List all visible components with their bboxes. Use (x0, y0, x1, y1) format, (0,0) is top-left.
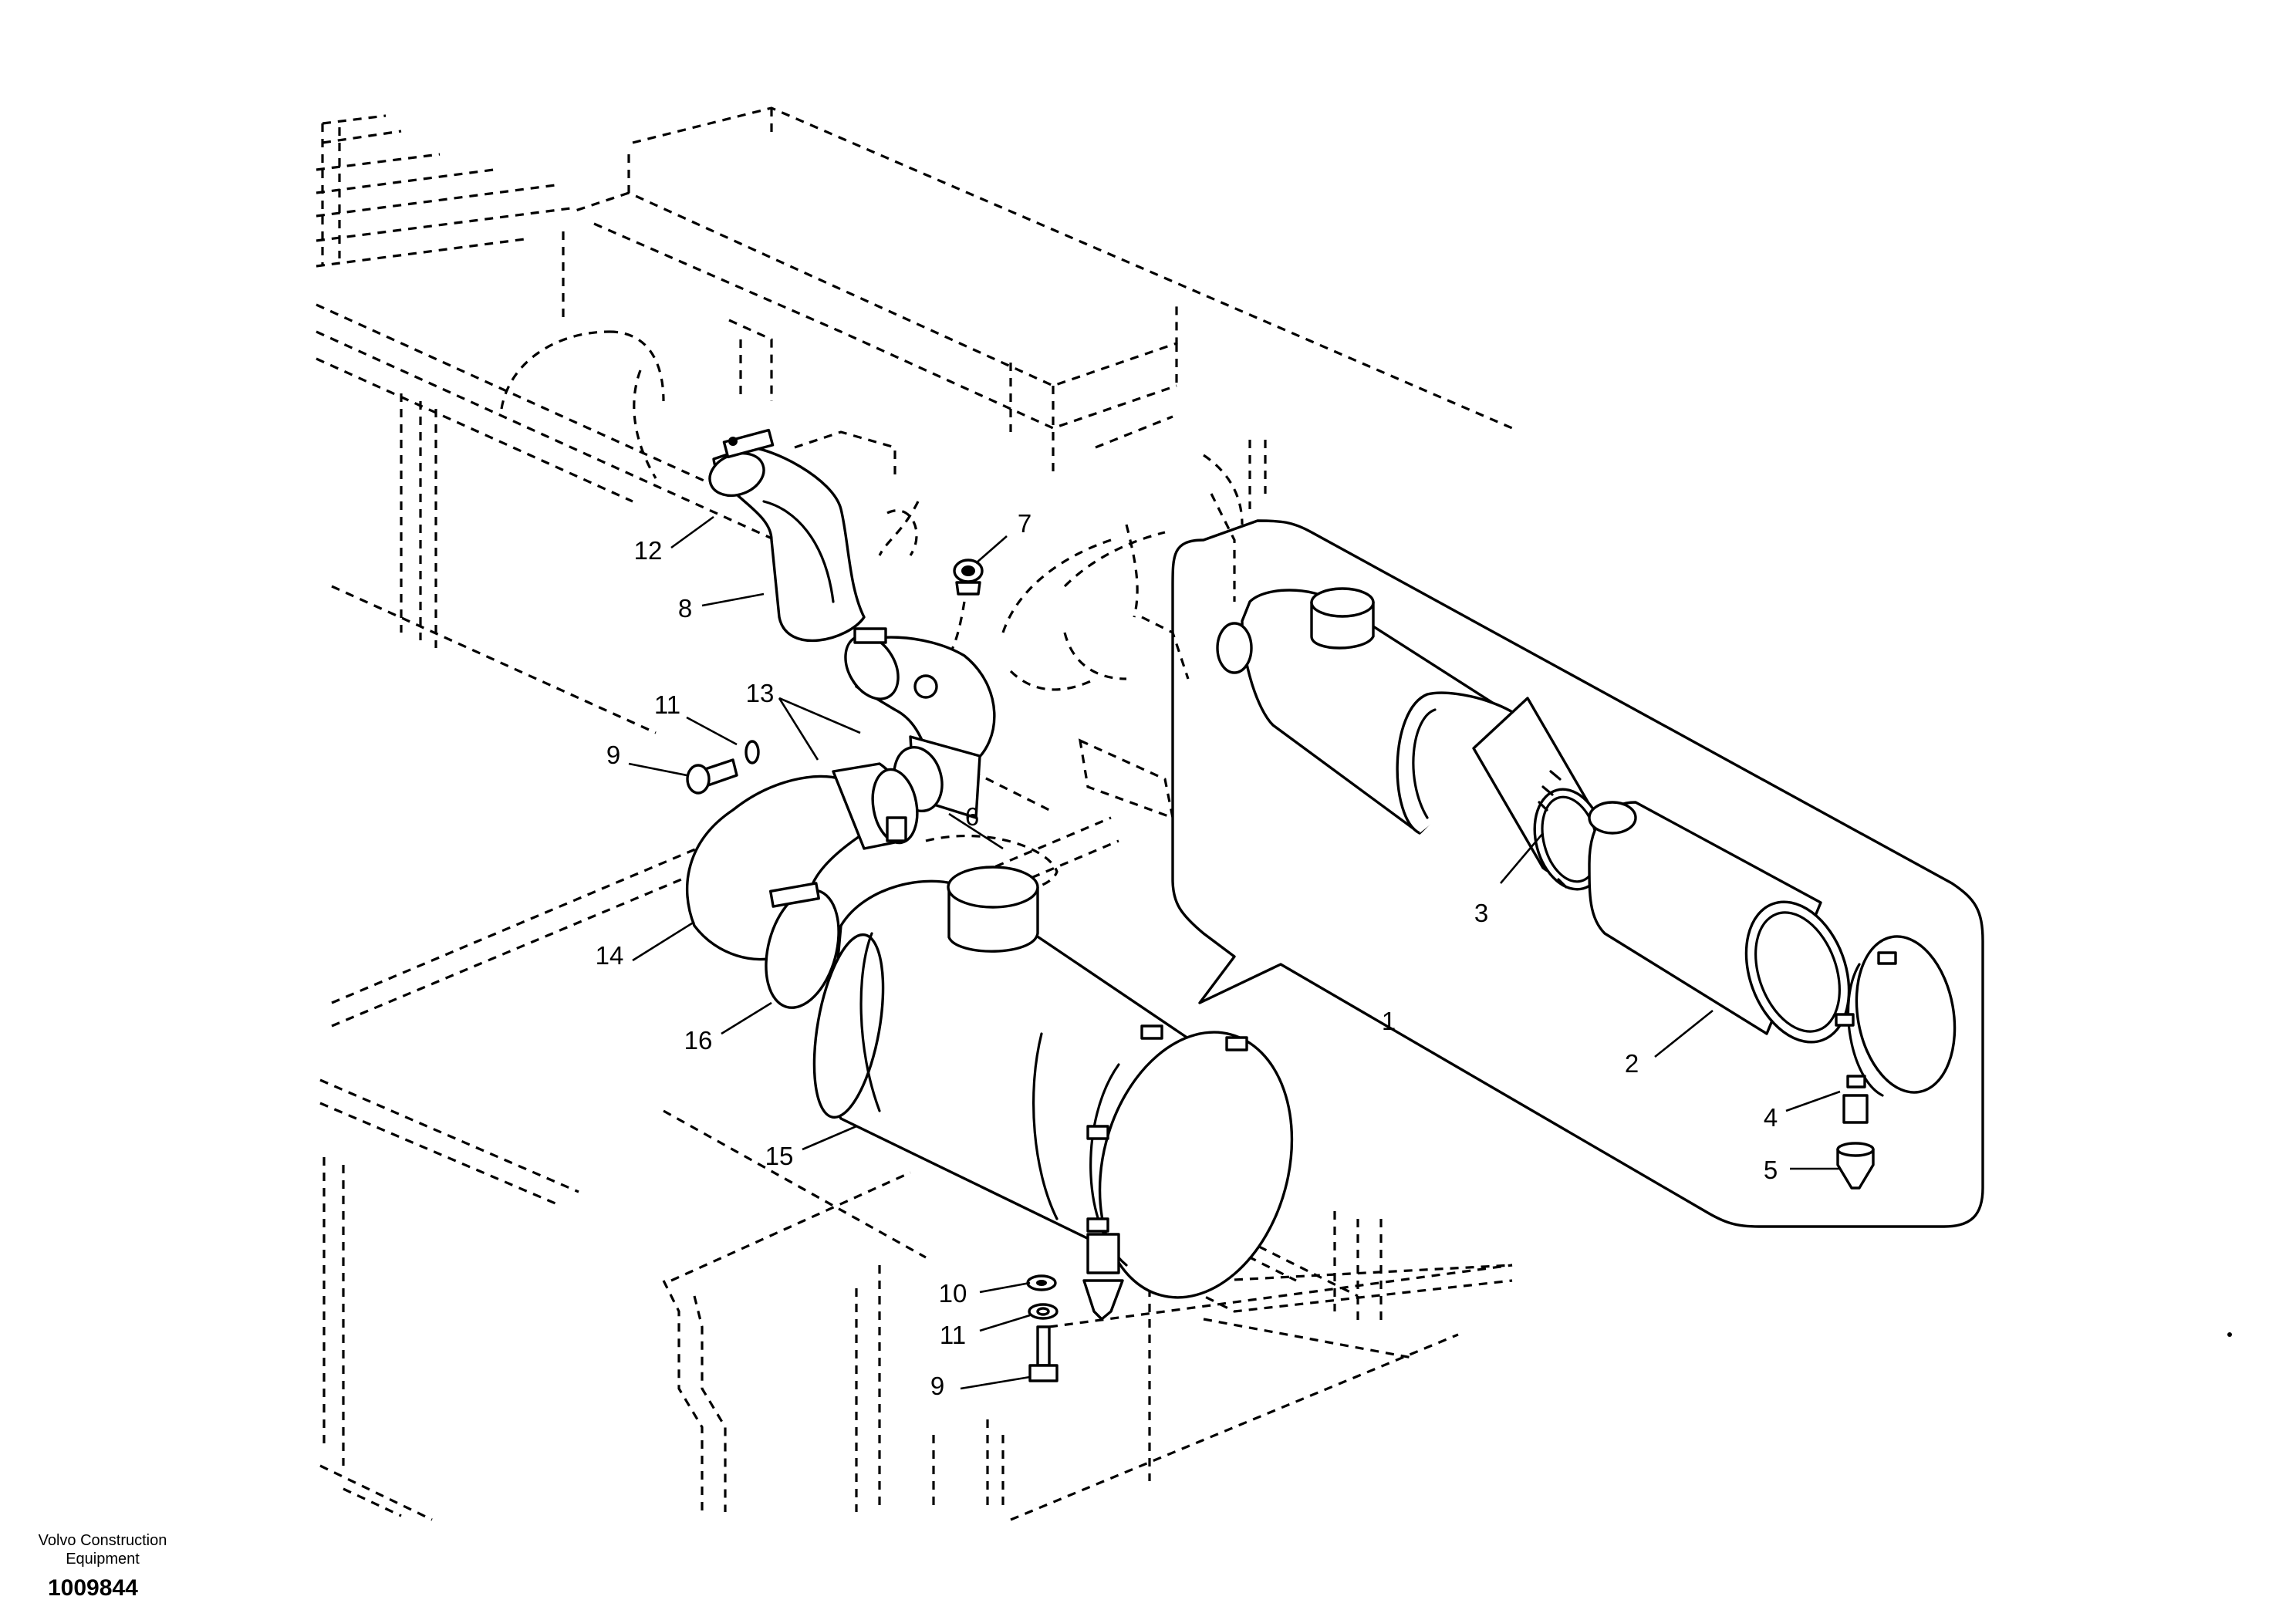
callout-8: 8 (678, 594, 692, 623)
callout-14: 14 (596, 941, 624, 970)
callout-13: 13 (746, 679, 775, 707)
inset-end-cover (1835, 935, 1957, 1124)
callout-2: 2 (1625, 1049, 1639, 1078)
manufacturer-label: Volvo Construction Equipment (22, 1531, 184, 1568)
callout-12: 12 (634, 536, 663, 565)
manufacturer-line-1: Volvo Construction (38, 1532, 167, 1549)
callout-9-upper: 9 (606, 741, 620, 769)
manufacturer-line-2: Equipment (66, 1551, 140, 1568)
outer-filter-element (1588, 801, 1851, 1044)
stray-mark (2227, 1332, 2232, 1337)
callout-16: 16 (684, 1026, 713, 1055)
callout-11-lower: 11 (940, 1321, 966, 1349)
sensor-fitting (953, 559, 984, 596)
callout-3: 3 (1474, 899, 1488, 927)
callout-11-upper: 11 (654, 690, 680, 719)
air-filter-housing (812, 866, 1294, 1321)
callout-4: 4 (1764, 1103, 1778, 1132)
callout-10: 10 (939, 1279, 967, 1308)
callout-9-lower: 9 (930, 1372, 944, 1400)
callout-6: 6 (965, 802, 979, 831)
callout-7: 7 (1018, 509, 1032, 538)
leader-lines (628, 515, 1841, 1390)
air-intake-hoses (685, 428, 996, 1009)
dust-valve (1836, 1142, 1875, 1190)
lower-fasteners (1026, 1274, 1059, 1382)
callout-labels: 12 8 7 11 9 13 6 14 16 15 1 3 2 4 5 10 1… (596, 509, 1778, 1400)
detail-inset (1171, 519, 1984, 1228)
inset-filter-housing (1216, 587, 1537, 835)
drawing-number: 1009844 (48, 1575, 138, 1601)
callout-15: 15 (765, 1142, 794, 1170)
upper-bolt-washer (686, 740, 760, 795)
machine-frame-outline (316, 106, 1513, 1521)
callout-5: 5 (1764, 1156, 1778, 1184)
callout-1: 1 (1382, 1007, 1396, 1035)
